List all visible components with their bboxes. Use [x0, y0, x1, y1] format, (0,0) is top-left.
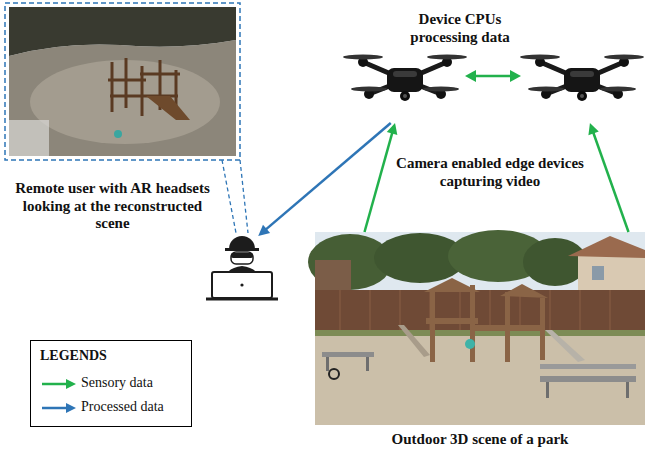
legend-arrow — [41, 402, 77, 414]
drone-icon — [343, 55, 467, 102]
exchange-arrow — [465, 70, 521, 82]
legend-box: LEGENDS Sensory dataProcessed data — [30, 340, 192, 427]
flow-arrow — [588, 123, 628, 232]
arrow-line — [365, 132, 393, 232]
arrow-head — [258, 225, 270, 236]
node-label: Device CPUs processing data — [395, 11, 525, 46]
legend-text: Sensory data — [81, 375, 153, 391]
device-node: Device CPUs processing dataCamera enable… — [345, 5, 650, 123]
arrow-line — [265, 123, 391, 230]
legend-text: Processed data — [81, 399, 164, 415]
photo-node: Outdoor 3D scene of a park — [315, 232, 645, 425]
flow-arrow — [365, 123, 398, 232]
flow-arrow — [258, 123, 391, 236]
view-line — [240, 160, 248, 233]
legend-arrow — [41, 378, 77, 390]
node-label: Camera enabled edge devices capturing vi… — [390, 155, 590, 190]
view-line — [222, 160, 236, 233]
node-label: Remote user with AR headsets looking at … — [15, 180, 210, 233]
legend-title: LEGENDS — [40, 348, 107, 364]
park-photo — [308, 230, 645, 425]
arrow-head — [588, 123, 598, 135]
node-label: Outdoor 3D scene of a park — [315, 431, 645, 449]
reconstructed-scene — [5, 3, 240, 160]
user-node: Remote user with AR headsets looking at … — [205, 236, 281, 302]
arrow-line — [593, 131, 629, 232]
user-icon — [206, 236, 278, 299]
drone-icon — [520, 55, 644, 102]
